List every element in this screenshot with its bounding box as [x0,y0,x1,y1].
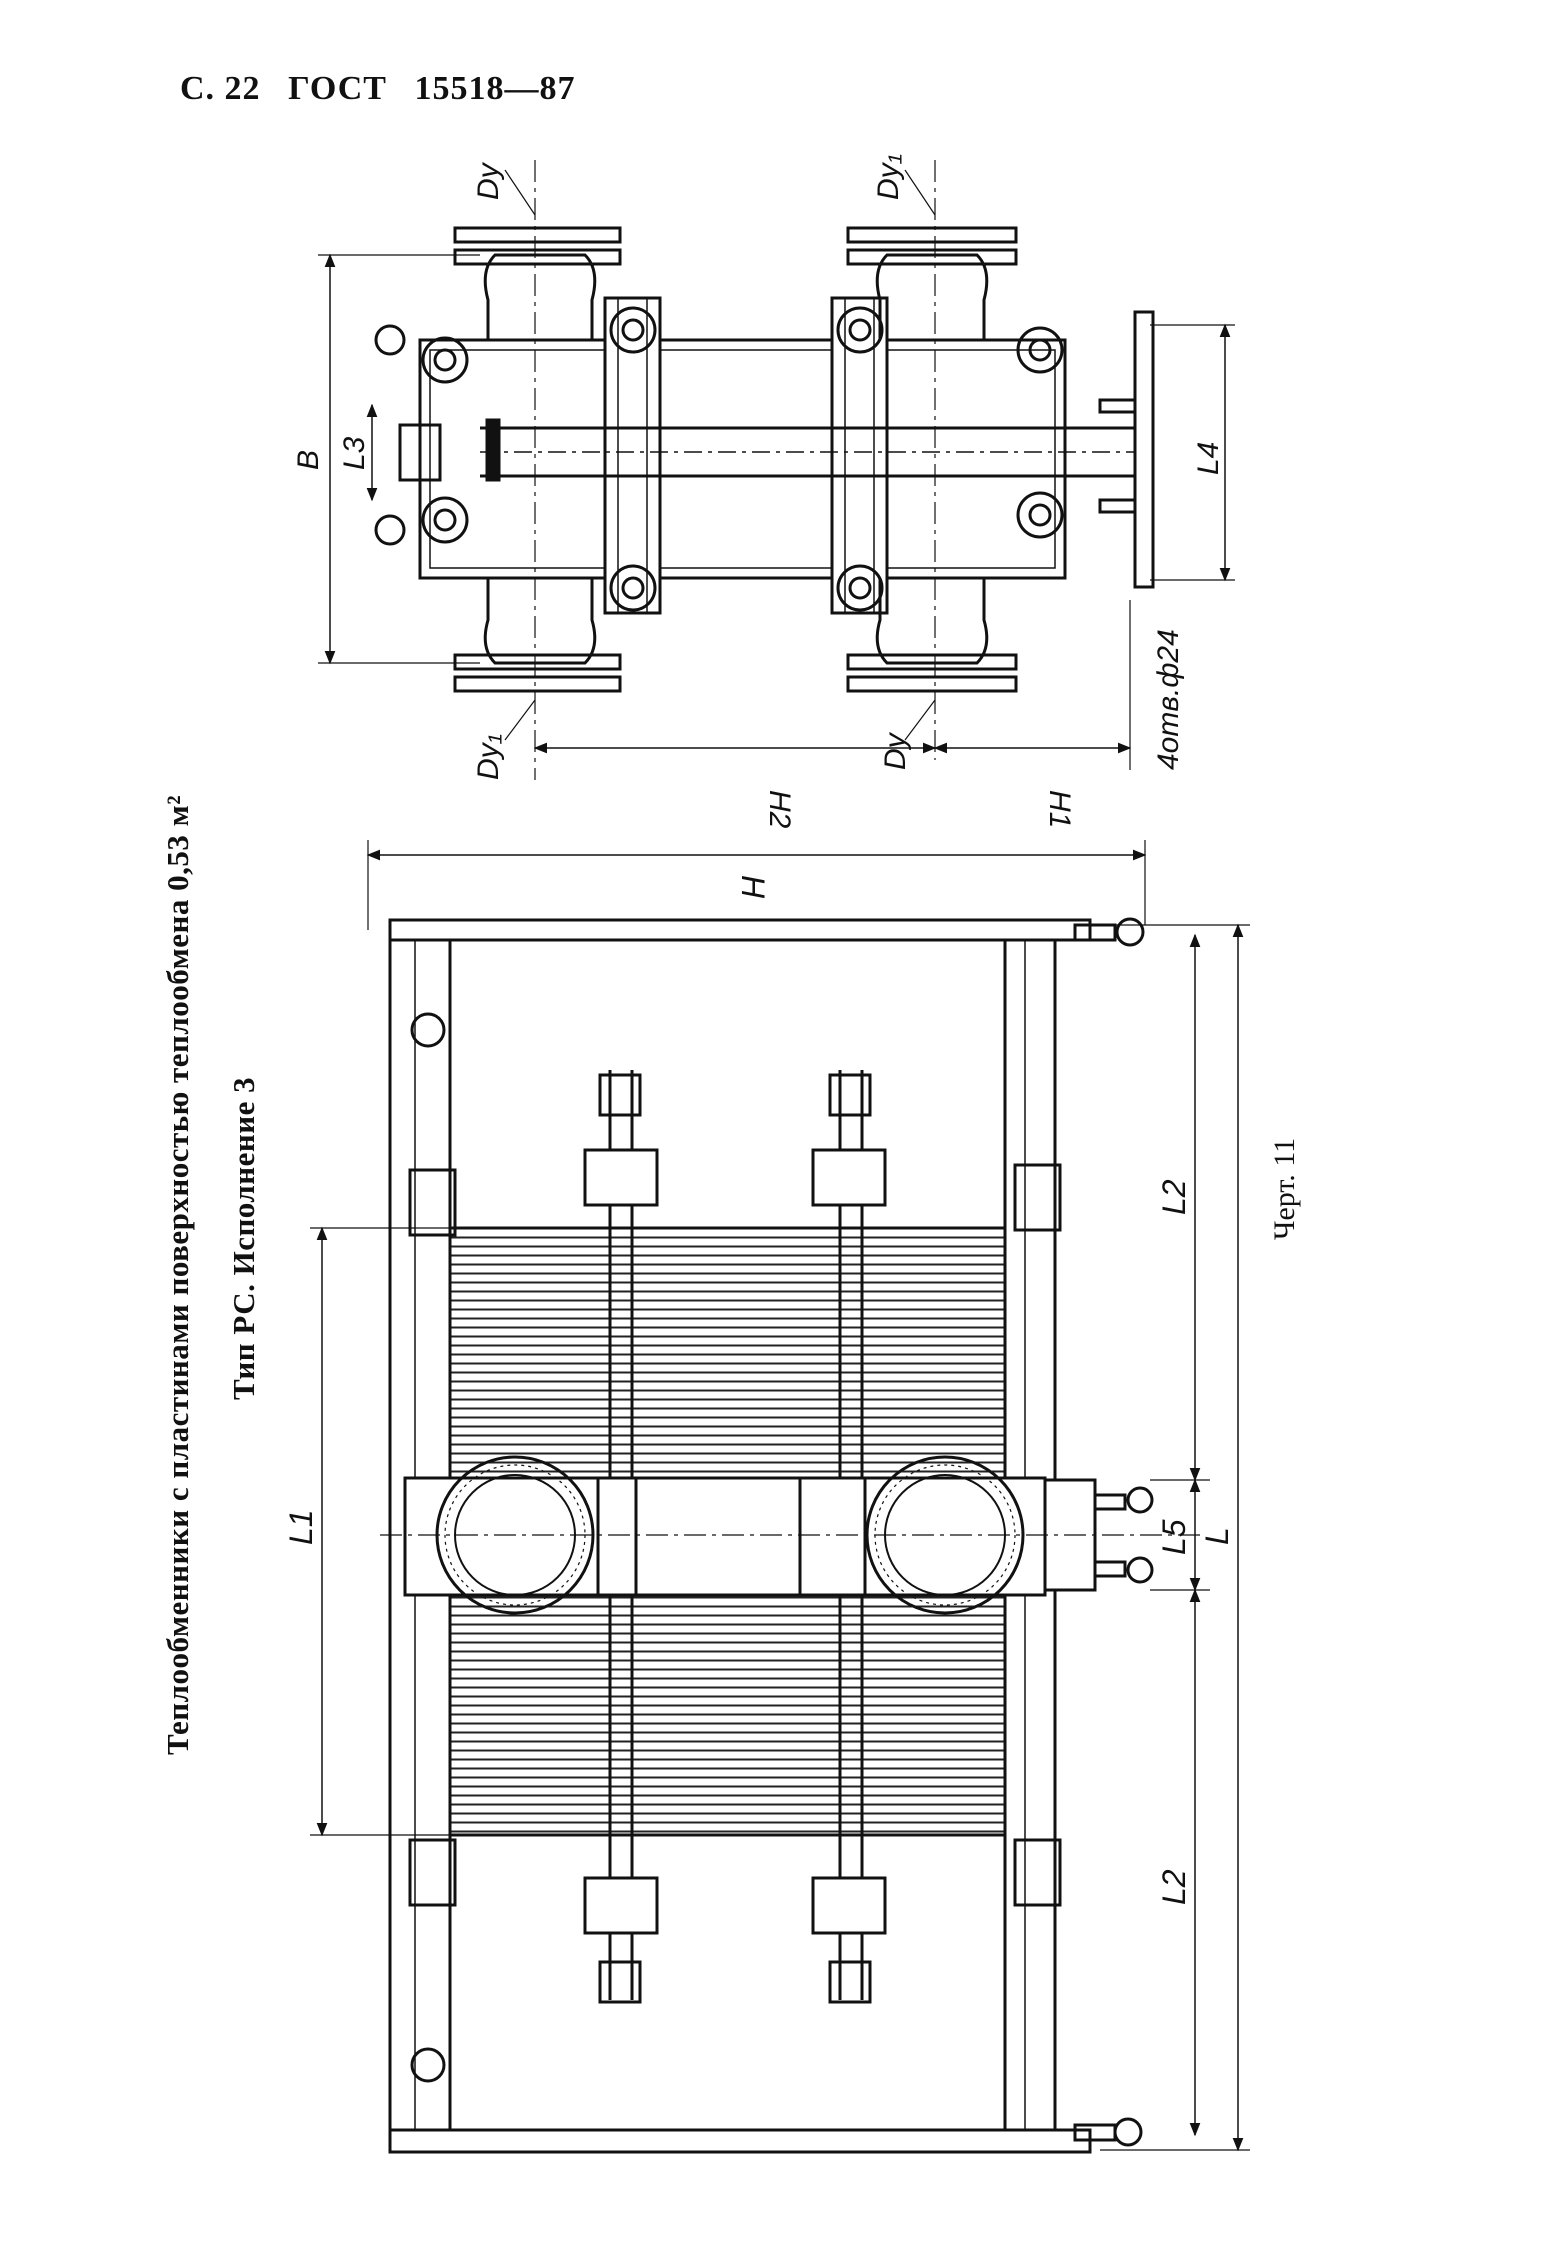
label-dy-top-left: Dу [472,161,505,200]
standard-label: ГОСТ [288,70,387,107]
side-view-labels: H L1 L2 L5 L L2 [283,875,1235,1905]
label-dy1-top-right: Dу₁ [872,154,905,200]
label-l3: L3 [338,436,371,470]
page-header: С. 22 ГОСТ 15518—87 [180,70,593,108]
label-holes: 4отв.ф24 [1152,629,1185,770]
label-l1: L1 [283,1509,319,1545]
top-view-labels: Dу Dу₁ Dу₁ Dу B L3 L4 4отв.ф24 H2 H1 [292,154,1225,829]
side-view [310,840,1250,2154]
label-l5: L5 [1156,1519,1192,1555]
label-dy-bottom-right: Dу [879,731,912,770]
label-l2-bottom: L2 [1156,1869,1192,1905]
label-l4: L4 [1192,442,1225,475]
standard-number: 15518—87 [414,70,576,107]
label-b: B [292,450,325,470]
label-h1: H1 [1043,790,1076,828]
page-number: С. 22 [180,70,261,107]
label-dy1-bottom-left: Dу₁ [472,734,505,780]
label-l: L [1199,1527,1235,1545]
label-l2-top: L2 [1156,1179,1192,1215]
label-h2: H2 [763,790,796,829]
top-view [318,160,1235,780]
label-h: H [735,875,771,899]
